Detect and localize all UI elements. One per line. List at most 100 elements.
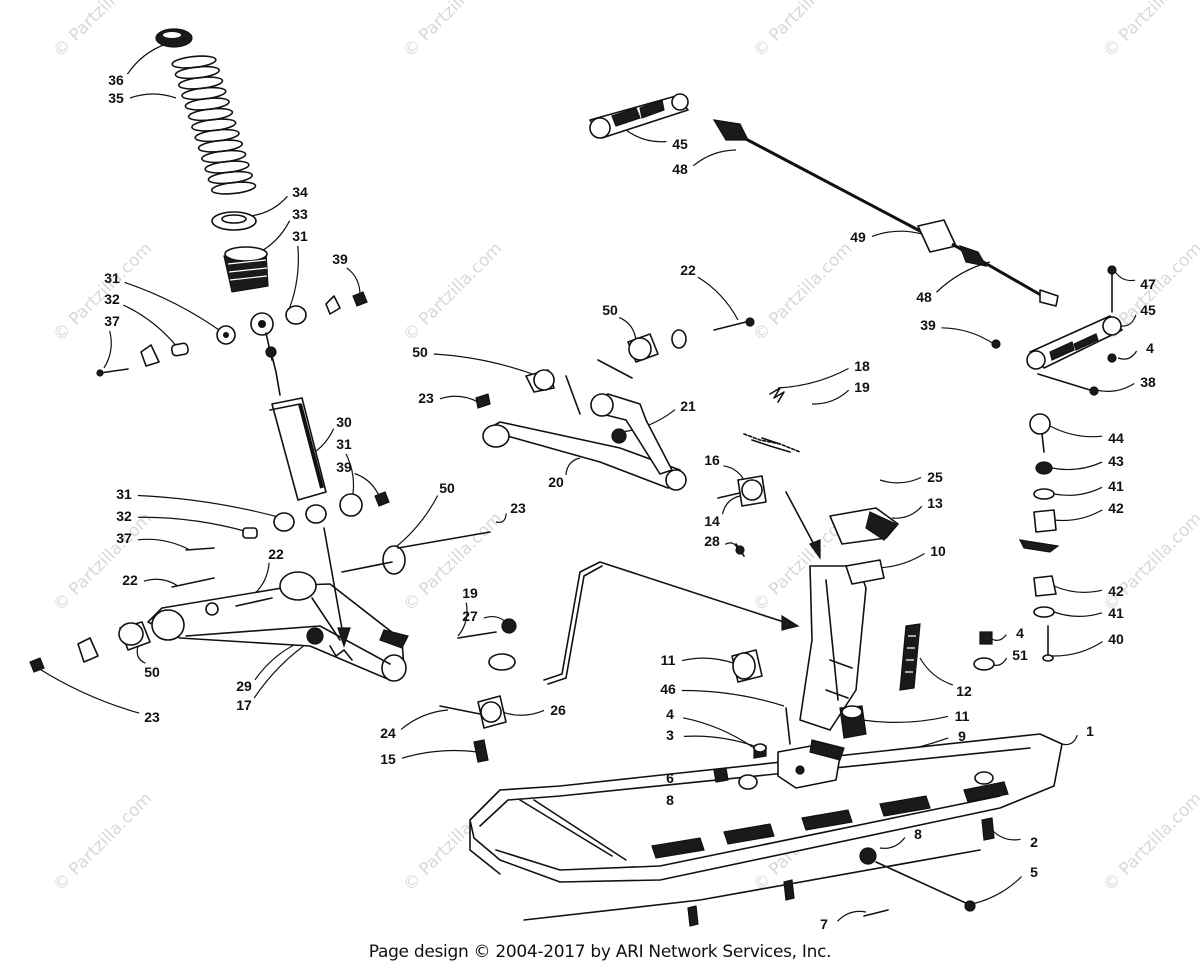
lower-a-arm bbox=[147, 571, 409, 682]
part-callout-13: 13 bbox=[927, 495, 943, 511]
part-callout-37a: 37 bbox=[104, 313, 120, 329]
part-callout-50a: 50 bbox=[439, 480, 455, 496]
part-callout-31a: 31 bbox=[292, 228, 308, 244]
part-callout-45a: 45 bbox=[672, 136, 688, 152]
part-drawings bbox=[29, 28, 1123, 927]
shock-absorber bbox=[265, 332, 327, 524]
leader-line-41b bbox=[1053, 486, 1103, 496]
part-callout-8b: 8 bbox=[914, 826, 922, 842]
part-callout-19a: 19 bbox=[854, 379, 870, 395]
part-callout-6: 6 bbox=[666, 770, 674, 786]
part-callout-30: 30 bbox=[336, 414, 352, 430]
leader-line-11b bbox=[861, 715, 949, 723]
part-callout-23b: 23 bbox=[144, 709, 160, 725]
leader-line-32a bbox=[122, 304, 179, 349]
part-callout-46: 46 bbox=[660, 681, 676, 697]
part-callout-50d: 50 bbox=[412, 344, 428, 360]
steering-tie-rod bbox=[712, 119, 1059, 307]
leader-line-45b bbox=[1119, 314, 1137, 327]
watermark-text: © Partzilla.com bbox=[1099, 509, 1200, 616]
leader-line-37b bbox=[137, 538, 191, 551]
part-callout-33: 33 bbox=[292, 206, 308, 222]
leader-line-50d bbox=[433, 353, 539, 377]
part-callout-3: 3 bbox=[666, 727, 674, 743]
watermark-text: © Partzilla.com bbox=[49, 239, 156, 346]
part-callout-28: 28 bbox=[704, 533, 720, 549]
part-callout-41a: 41 bbox=[1108, 605, 1124, 621]
leader-line-19b bbox=[457, 602, 468, 637]
callout-labels: 3635343331393132373031393132372222502350… bbox=[104, 72, 1156, 932]
spring-cap bbox=[155, 28, 193, 48]
part-callout-17: 17 bbox=[236, 697, 252, 713]
leader-line-37a bbox=[103, 330, 112, 369]
lower-shock-hardware bbox=[185, 491, 390, 551]
part-callout-11a: 11 bbox=[661, 652, 676, 668]
part-callout-35: 35 bbox=[108, 90, 124, 106]
leader-line-22b bbox=[143, 578, 179, 587]
part-callout-9: 9 bbox=[958, 728, 966, 744]
leader-line-48b bbox=[935, 261, 991, 293]
part-callout-39a: 39 bbox=[332, 251, 348, 267]
leader-line-45a bbox=[625, 129, 667, 143]
part-callout-43: 43 bbox=[1108, 453, 1124, 469]
leader-line-3 bbox=[683, 735, 761, 749]
upper-arm-bushings bbox=[475, 317, 755, 415]
lower-ball-joint bbox=[439, 618, 517, 763]
part-callout-42b: 42 bbox=[1108, 500, 1124, 516]
part-callout-29: 29 bbox=[236, 678, 252, 694]
part-callout-20: 20 bbox=[548, 474, 564, 490]
part-callout-8a: 8 bbox=[666, 792, 674, 808]
leader-line-29 bbox=[254, 641, 301, 681]
upper-shock-hardware bbox=[96, 291, 368, 377]
leader-line-32b bbox=[137, 516, 249, 533]
leader-line-23a bbox=[495, 513, 507, 523]
watermark-text: © Partzilla.com bbox=[1099, 789, 1200, 896]
part-callout-44: 44 bbox=[1108, 430, 1124, 446]
leader-line-39c bbox=[941, 327, 995, 345]
leader-line-31b bbox=[124, 281, 223, 333]
leader-line-41a bbox=[1053, 611, 1103, 617]
assembly-arrows bbox=[323, 491, 821, 648]
leader-line-38 bbox=[1095, 382, 1135, 392]
spindle-spring bbox=[743, 387, 801, 453]
part-callout-42a: 42 bbox=[1108, 583, 1124, 599]
watermark-text: © Partzilla.com bbox=[399, 239, 506, 346]
leader-line-47 bbox=[1113, 269, 1136, 282]
leader-line-48a bbox=[692, 149, 737, 167]
part-callout-12: 12 bbox=[956, 683, 972, 699]
part-callout-22b: 22 bbox=[122, 572, 138, 588]
part-callout-21: 21 bbox=[680, 398, 696, 414]
watermark-text: © Partzilla.com bbox=[49, 789, 156, 896]
watermark-text: © Partzilla.com bbox=[49, 0, 156, 62]
leader-line-39b bbox=[354, 472, 381, 499]
watermark-text: © Partzilla.com bbox=[399, 509, 506, 616]
part-callout-27: 27 bbox=[462, 608, 478, 624]
part-callout-48b: 48 bbox=[916, 289, 932, 305]
upper-ball-joint bbox=[717, 475, 767, 557]
leader-line-34 bbox=[249, 195, 288, 217]
part-callout-15: 15 bbox=[380, 751, 396, 767]
part-callout-25: 25 bbox=[927, 469, 943, 485]
part-callout-32a: 32 bbox=[104, 291, 120, 307]
tie-rod-end-left bbox=[589, 93, 689, 139]
spindle-bushings bbox=[731, 649, 867, 739]
part-callout-39b: 39 bbox=[336, 459, 352, 475]
spring-seat bbox=[211, 211, 257, 231]
leader-line-4c bbox=[1117, 350, 1138, 360]
part-callout-45b: 45 bbox=[1140, 302, 1156, 318]
part-callout-50b: 50 bbox=[144, 664, 160, 680]
part-callout-47: 47 bbox=[1140, 276, 1156, 292]
leader-line-20 bbox=[565, 457, 581, 475]
upper-a-arm bbox=[482, 393, 687, 491]
part-callout-23a: 23 bbox=[510, 500, 526, 516]
leader-line-23b bbox=[37, 667, 140, 714]
leader-line-31d bbox=[137, 494, 283, 519]
leader-line-36 bbox=[126, 43, 167, 75]
watermark-text: © Partzilla.com bbox=[1099, 0, 1200, 62]
part-callout-31b: 31 bbox=[104, 270, 120, 286]
part-callout-5: 5 bbox=[1030, 864, 1038, 880]
tie-rod-end-right bbox=[991, 265, 1123, 396]
leader-line-11a bbox=[681, 657, 737, 665]
leader-line-26 bbox=[501, 709, 545, 716]
